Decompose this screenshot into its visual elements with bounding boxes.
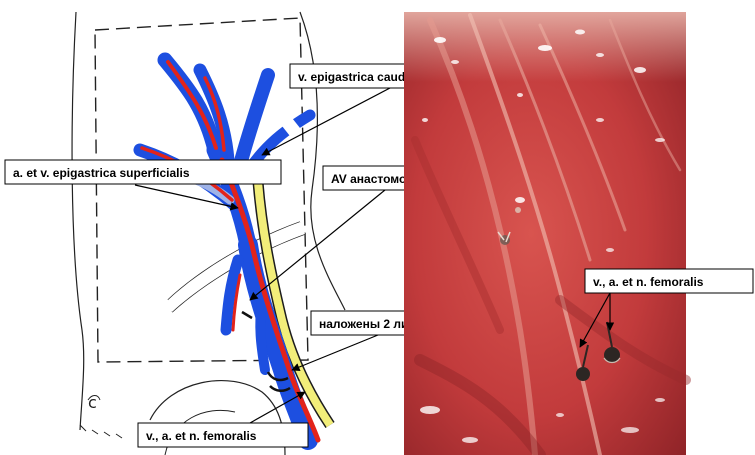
vein-gap <box>286 123 296 131</box>
ring-symbol: c <box>88 393 97 412</box>
body-contour <box>72 12 84 430</box>
label-femoralis-drawing: v., a. et n. femoralis <box>138 423 308 447</box>
leader-ligatures-drawing <box>292 335 378 370</box>
leader-epigastrica-caudalis <box>262 88 390 155</box>
vein-tree <box>140 60 310 440</box>
label-epigastrica-superficialis: a. et v. epigastrica superficialis <box>5 160 281 184</box>
surgical-photo <box>404 12 686 455</box>
label-epigastrica-superficialis-text: a. et v. epigastrica superficialis <box>13 166 190 180</box>
label-femoralis-photo: v., a. et n. femoralis <box>585 269 753 293</box>
body-contour-right <box>300 12 345 310</box>
label-femoralis-photo-text: v., a. et n. femoralis <box>593 275 704 289</box>
label-femoralis-drawing-text: v., a. et n. femoralis <box>146 429 257 443</box>
hatch-marks <box>80 396 122 439</box>
